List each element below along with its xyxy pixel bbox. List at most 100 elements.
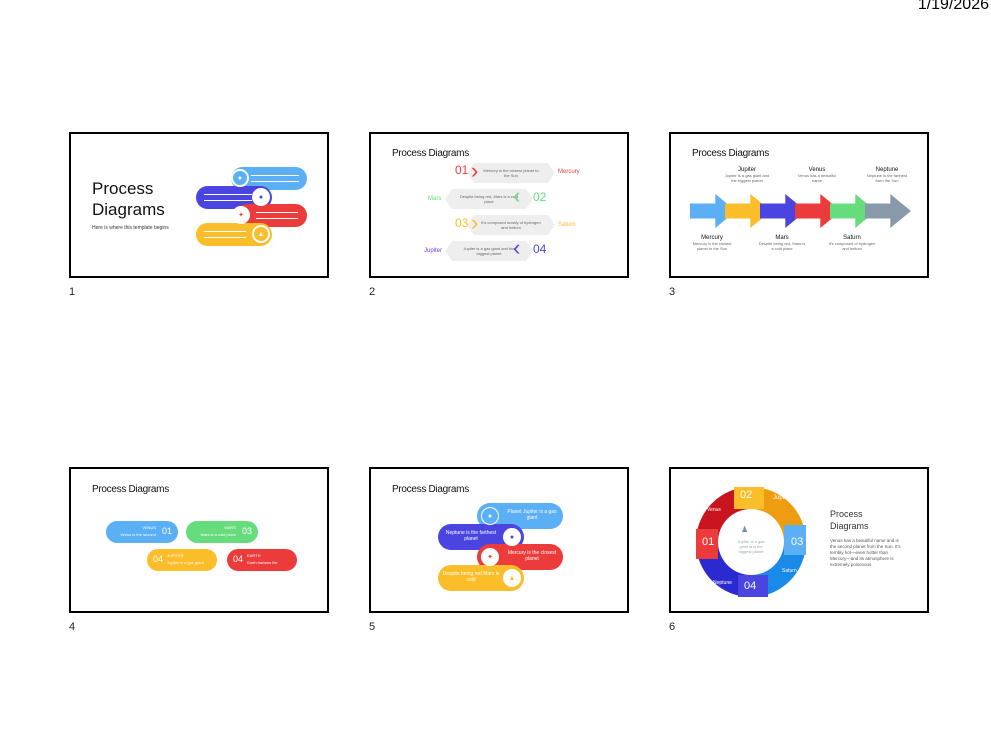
title-line: Process (92, 179, 154, 198)
step-text: Neptune is the farthest from the Sun (866, 173, 908, 183)
step-label: Mars (428, 196, 442, 202)
pill-text: Mercury is the closest planet (507, 550, 557, 562)
step-number: 01 (455, 163, 469, 177)
chevron-left-icon: ‹ (513, 183, 521, 208)
process-pill: VENUS Venus is the second 01 (106, 521, 178, 543)
step-label: Jupiter (424, 248, 443, 254)
step-text: Jupiter is a gas giant and the biggest p… (463, 246, 515, 256)
pill-text: Planet Jupiter is a gas giant (507, 509, 557, 521)
step-number: 03 (455, 216, 469, 230)
step-box: It's composed mostly of hydrogen and hel… (467, 215, 555, 235)
slide-subtitle: Here is where this template begins (92, 225, 169, 231)
segment-label: Jupiter (773, 495, 792, 501)
pill-text: Jupiter is a gas giant (167, 560, 204, 565)
step-label: Venus (808, 167, 826, 173)
slide-number: 3 (669, 286, 676, 298)
slide-body-text: Venus has a beautiful name and is the se… (830, 538, 901, 567)
segment-number: 02 (740, 489, 753, 501)
step-text: Jupiter is a gas giant and the biggest p… (724, 173, 770, 183)
flask-icon: ▲ (503, 569, 521, 587)
segment-number: 03 (791, 536, 804, 548)
process-arrow (865, 194, 911, 228)
step-text: Despite being red, Mars is a cold place (459, 194, 519, 204)
step-label: Mercury (701, 235, 723, 241)
step-label: Saturn (843, 235, 861, 241)
slide-number: 6 (669, 621, 676, 633)
telescope-icon: ✦ (481, 548, 499, 566)
step-box: Jupiter is a gas giant and the biggest p… (445, 241, 533, 261)
step-label: Jupiter (737, 167, 756, 173)
person-icon: ♟ (741, 525, 749, 534)
slide-title: Process Diagrams (692, 148, 769, 159)
process-pill: 04 JUPITER Jupiter is a gas giant (147, 549, 217, 571)
chevron-right-icon: › (471, 210, 479, 235)
print-date: 1/19/2026 (917, 0, 989, 13)
chevron-left-icon: ‹ (513, 235, 521, 260)
title-line: Diagrams (92, 200, 165, 219)
process-pill: MARS Mars is a cold place 03 (186, 521, 258, 543)
pill-text: Neptune is the farthest planet (445, 530, 497, 542)
pill-number: 03 (241, 526, 252, 536)
slide-title: Process Diagrams (92, 484, 169, 495)
palette-icon: ● (252, 188, 270, 206)
slide-number: 2 (369, 286, 376, 298)
slide-number: 5 (369, 621, 376, 633)
flask-icon: ▲ (252, 225, 270, 243)
segment-label: Saturn (782, 568, 797, 574)
pill-text: Earth harbors life (247, 560, 278, 565)
step-text: Venus has a beautiful name (797, 173, 837, 183)
segment-number: 04 (744, 580, 757, 592)
step-text: Despite being red, Mars is a cold place (758, 241, 806, 251)
telescope-icon: ✦ (232, 206, 250, 224)
slide-thumbnail-2[interactable]: Process Diagrams Mercury is the closest … (369, 132, 629, 278)
title-line: Diagrams (830, 521, 869, 531)
chevron-right-icon: › (471, 158, 479, 183)
lightbulb-icon: ● (231, 169, 249, 187)
step-text: Mercury is the closest planet to the Sun (692, 241, 732, 251)
step-text: Mercury is the closest planet to the Sun (483, 168, 539, 178)
cycle-diagram (696, 487, 806, 597)
title-line: Process (830, 509, 863, 519)
pill-label: JUPITER (167, 553, 184, 558)
pill-number: 04 (153, 554, 164, 564)
step-number: 04 (533, 242, 547, 256)
lightbulb-icon: ● (481, 507, 499, 525)
step-label: Saturn (558, 222, 576, 228)
slide-thumbnail-4[interactable]: Process Diagrams VENUS Venus is the seco… (69, 467, 329, 613)
segment-label: Neptune (713, 580, 732, 586)
slide-number: 4 (69, 621, 76, 633)
pill-label: MARS (224, 525, 236, 530)
step-label: Neptune (875, 167, 899, 173)
segment-number: 01 (702, 536, 715, 548)
pill-text: Despite being red Mars is cold (442, 571, 500, 583)
center-text: Jupiter is a gas giant and the biggest p… (737, 539, 765, 554)
slide-title: Process Diagrams (392, 148, 469, 159)
pill-label: EARTH (247, 553, 261, 558)
step-box: Mercury is the closest planet to the Sun (467, 163, 555, 183)
pill-number: 04 (233, 554, 244, 564)
slide-thumbnail-6[interactable]: ♟ Jupiter is a gas giant and the biggest… (669, 467, 929, 613)
pill-label: VENUS (142, 525, 156, 530)
palette-icon: ● (503, 528, 521, 546)
pill-text: Venus is the second (120, 532, 156, 537)
step-number: 02 (533, 190, 547, 204)
step-box: Despite being red, Mars is a cold place (445, 189, 533, 209)
slide-thumbnail-5[interactable]: Process Diagrams Planet Jupiter is a gas… (369, 467, 629, 613)
process-pill: 04 EARTH Earth harbors life (227, 549, 297, 571)
pill-number: 01 (161, 526, 172, 536)
process-pill-red (236, 204, 307, 227)
process-pill-blue (231, 167, 307, 190)
step-text: It's composed mostly of hydrogen and hel… (481, 220, 541, 230)
slide-number: 1 (69, 286, 76, 298)
step-text: It's composed of hydrogen and helium (828, 241, 876, 251)
